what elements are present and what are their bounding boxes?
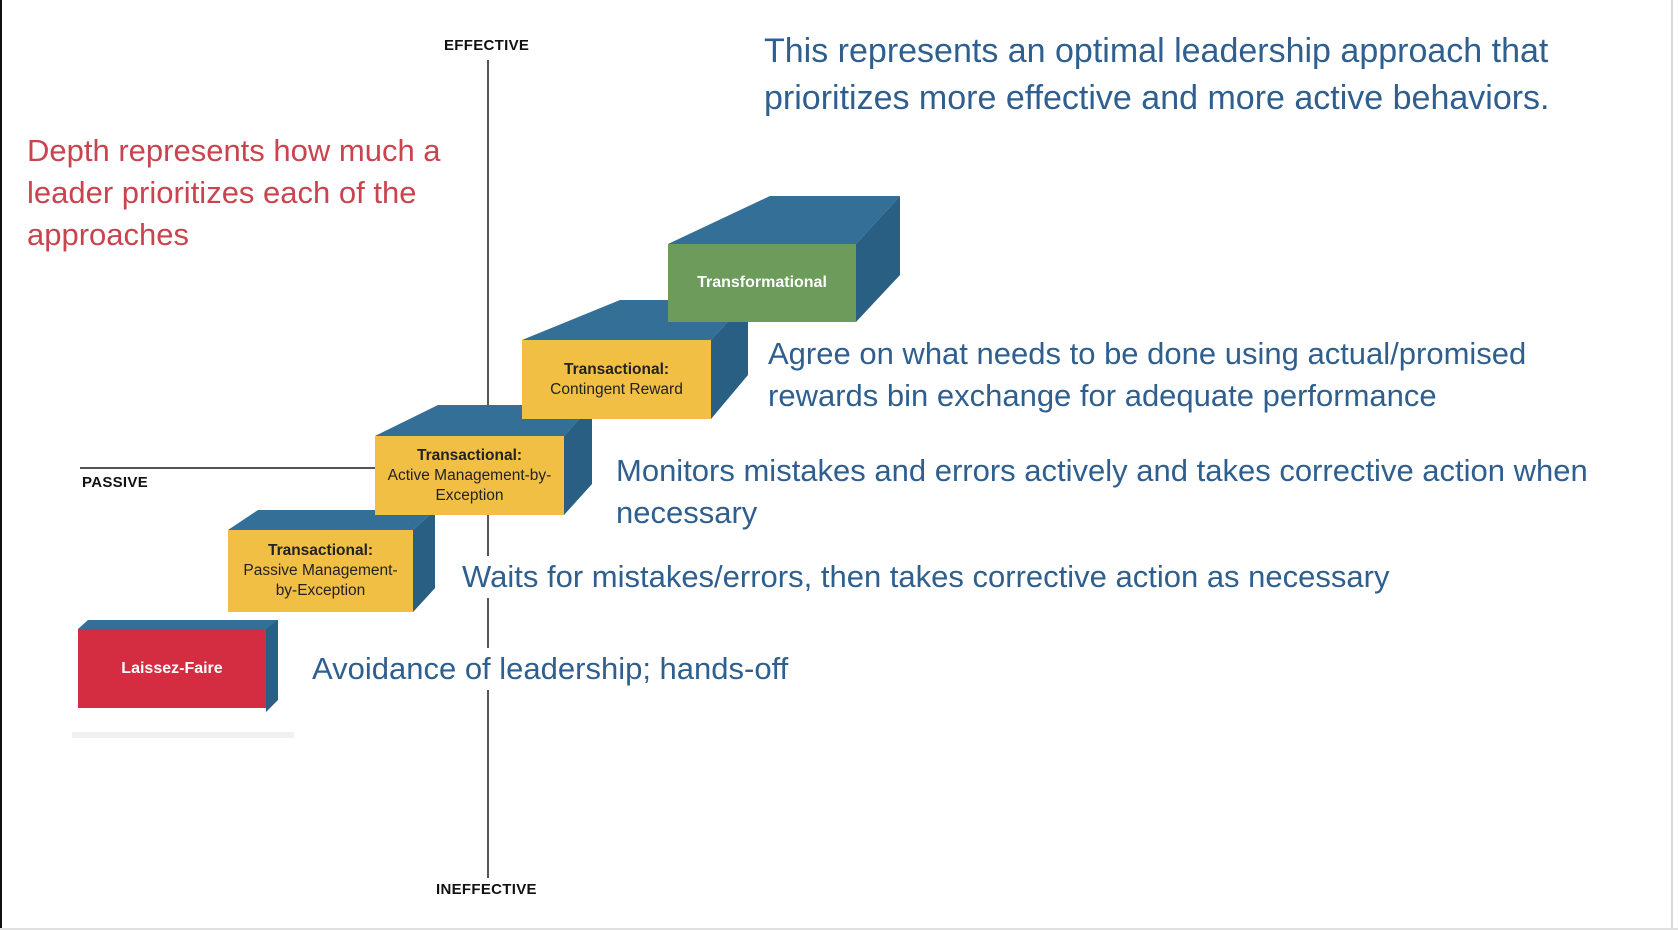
step-active-mbe-subtitle: Active Management-by-Exception [387, 466, 552, 504]
desc-active-mbe: Monitors mistakes and errors actively an… [612, 450, 1660, 534]
bottom-border [0, 928, 1678, 930]
step-contingent-reward-subtitle: Contingent Reward [550, 380, 683, 398]
step-transformational-title: Transformational [697, 274, 827, 291]
step-contingent-reward: Transactional: Contingent Reward [522, 340, 711, 419]
depth-note: Depth represents how much a leader prior… [27, 133, 441, 252]
step-laissez-faire: Laissez-Faire [78, 629, 266, 708]
step-passive-mbe-title: Transactional: [267, 542, 374, 559]
left-border [0, 0, 2, 930]
desc-passive-mbe: Waits for mistakes/errors, then takes co… [458, 556, 1394, 598]
desc-contingent-reward: Agree on what needs to be done using act… [764, 333, 1642, 417]
axis-label-passive: PASSIVE [82, 474, 149, 491]
optimal-note: This represents an optimal leadership ap… [764, 32, 1550, 117]
step-laissez-faire-title: Laissez-Faire [121, 659, 223, 677]
step-active-mbe: Transactional: Active Management-by-Exce… [375, 436, 564, 515]
step-passive-mbe: Transactional: Passive Management-by-Exc… [228, 530, 413, 612]
horizontal-axis [80, 467, 380, 469]
axis-label-ineffective: INEFFECTIVE [436, 881, 537, 898]
desc-laissez-faire: Avoidance of leadership; hands-off [308, 648, 793, 690]
step-contingent-reward-title: Transactional: [563, 360, 670, 378]
right-border [1671, 0, 1673, 930]
step-active-mbe-title: Transactional: [416, 446, 523, 464]
axis-label-effective: EFFECTIVE [444, 37, 530, 54]
step-transformational: Transformational [668, 244, 856, 322]
step-passive-mbe-subtitle: Passive Management-by-Exception [243, 562, 398, 599]
